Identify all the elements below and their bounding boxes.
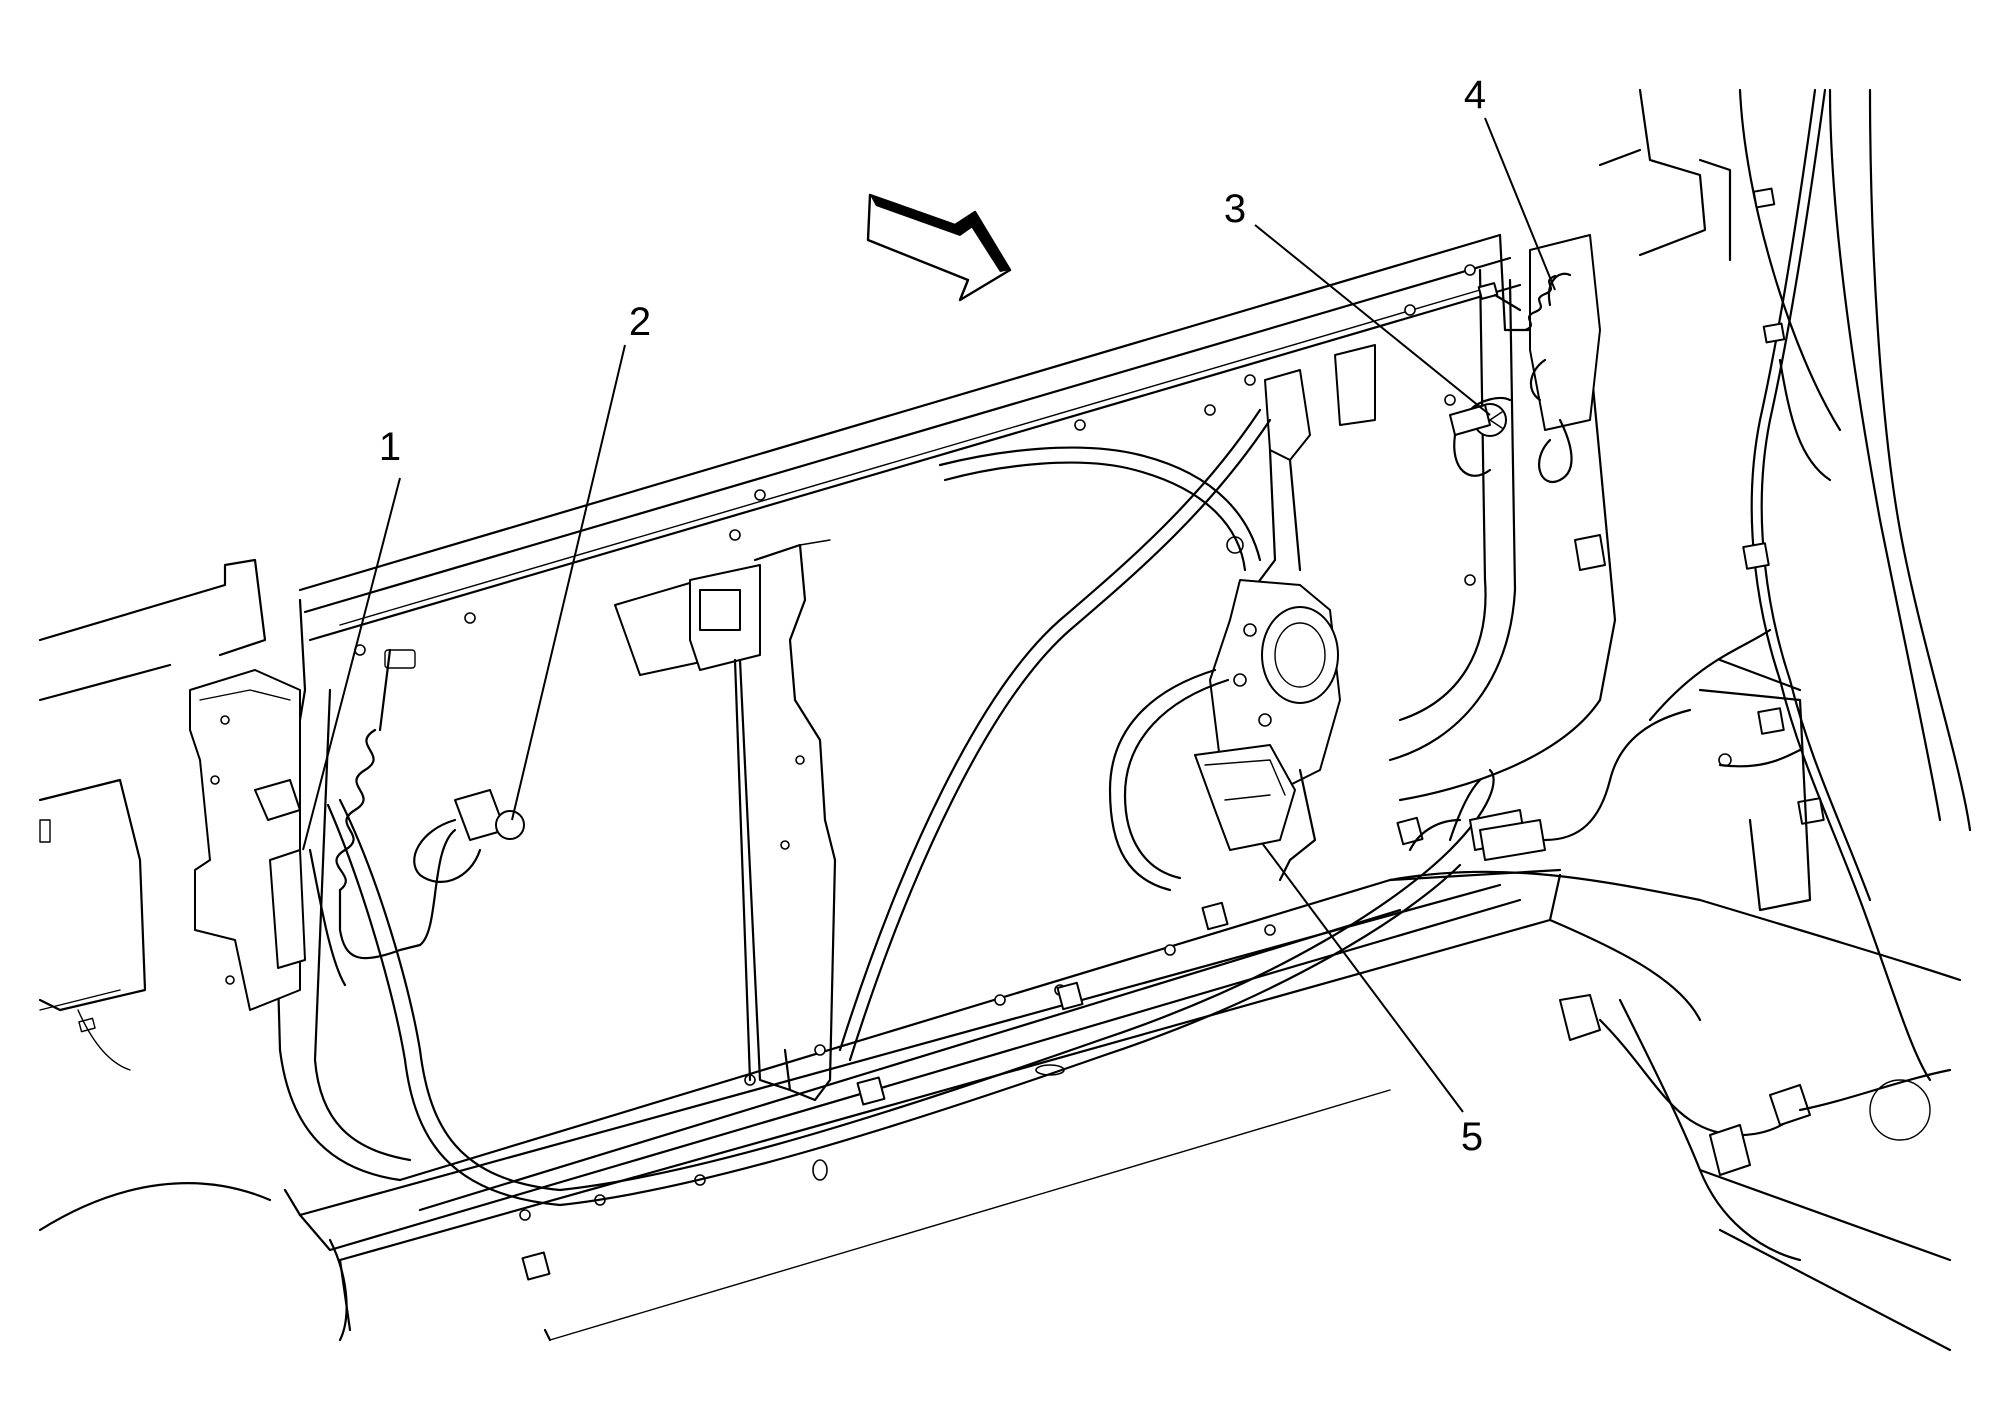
leader-3: [1254, 224, 1491, 416]
leader-2: [511, 344, 626, 821]
window-regulator-front: [838, 344, 1376, 1062]
body-pillar-right: [1388, 88, 1972, 1352]
callout-2: 2: [629, 300, 651, 344]
leader-4: [1484, 117, 1556, 291]
coil-spring-wire: [335, 648, 457, 960]
callout-leaders: [302, 117, 1556, 1113]
leader-1: [302, 477, 401, 851]
door-harness: [254, 648, 1526, 1281]
window-regulator-rear: [614, 539, 837, 1102]
door-latch-assembly: [1449, 234, 1606, 571]
door-speaker-connector: [413, 789, 525, 883]
view-direction-arrow-icon: [866, 193, 1012, 302]
callout-labels: 1 2 3 4 5: [379, 73, 1486, 1159]
callout-1: 1: [379, 425, 401, 469]
panel-holes: [354, 264, 1476, 1221]
leader-5: [1261, 842, 1464, 1113]
callout-3: 3: [1224, 187, 1246, 231]
door-frame: [189, 233, 1617, 1342]
callout-5: 5: [1461, 1115, 1483, 1159]
callout-4: 4: [1464, 73, 1486, 117]
